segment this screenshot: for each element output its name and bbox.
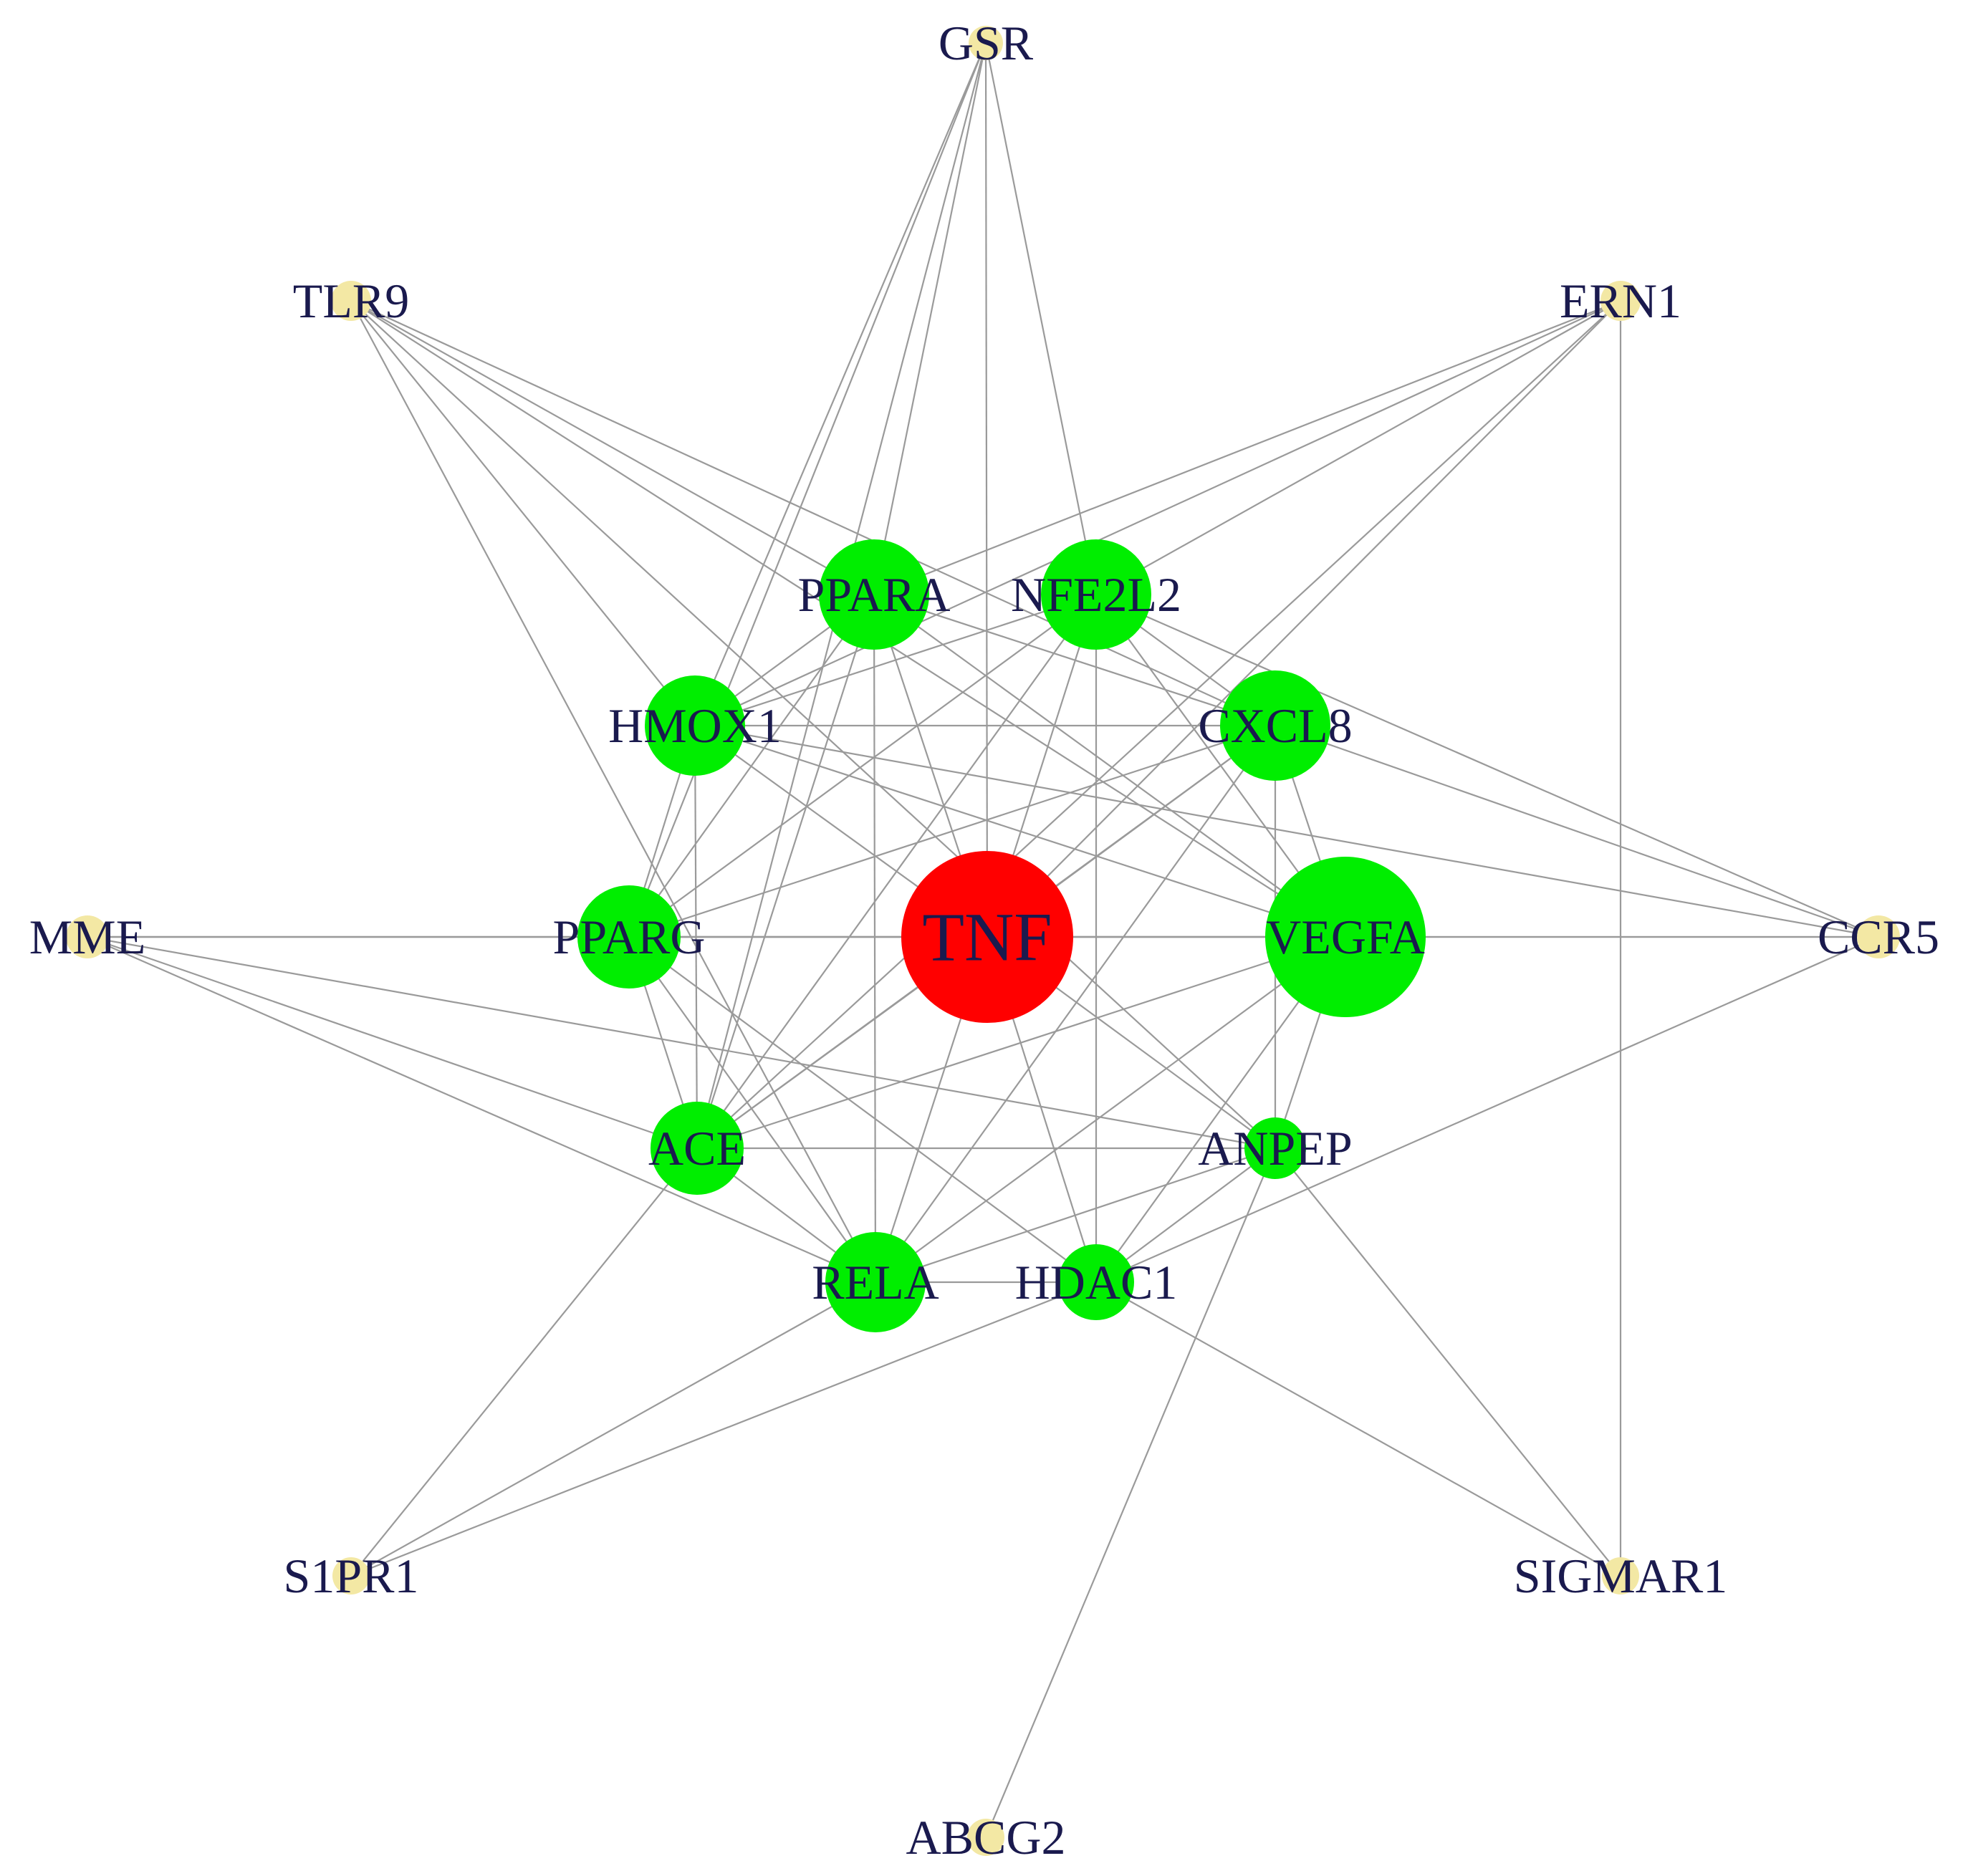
edge-mme-anpep — [87, 935, 1276, 1150]
node-ccr5[interactable] — [1857, 915, 1900, 958]
node-label-ppara: PPARA — [798, 567, 951, 622]
node-anpep[interactable] — [1244, 1117, 1306, 1179]
edge-ppara-vegfa — [873, 594, 1346, 938]
edge-s1pr1-rela — [350, 1281, 876, 1577]
node-label-hdac1: HDAC1 — [1015, 1255, 1178, 1309]
edge-layer — [87, 42, 1879, 1838]
edge-tlr9-ppara — [350, 300, 875, 595]
node-label-tnf: TNF — [922, 899, 1052, 976]
node-label-anpep: ANPEP — [1198, 1121, 1352, 1175]
node-tnf[interactable] — [901, 851, 1073, 1023]
edge-cxcl8-rela — [875, 725, 1276, 1283]
edge-anpep-rela — [875, 1147, 1276, 1284]
edge-pparg-hdac1 — [628, 936, 1097, 1283]
edge-abcg2-anpep — [984, 1148, 1277, 1838]
edge-gsr-nfe2l2 — [984, 42, 1098, 595]
edge-hmox1-vegfa — [694, 724, 1346, 938]
edge-ern1-ppara — [873, 299, 1621, 596]
edge-ccr5-hmox1 — [694, 724, 1879, 938]
node-ern1[interactable] — [1600, 281, 1641, 321]
node-pparg[interactable] — [577, 885, 681, 988]
node-mme[interactable] — [66, 915, 109, 958]
edge-s1pr1-ace — [350, 1148, 698, 1577]
node-abcg2[interactable] — [967, 1819, 1004, 1856]
edge-gsr-tnf — [984, 42, 989, 938]
node-label-ern1: ERN1 — [1560, 274, 1681, 328]
node-hmox1[interactable] — [645, 675, 745, 776]
node-label-s1pr1: S1PR1 — [284, 1549, 419, 1603]
edge-vegfa-rela — [875, 936, 1346, 1283]
node-layer — [66, 26, 1900, 1856]
edge-ern1-nfe2l2 — [1095, 300, 1621, 595]
edge-vegfa-ace — [696, 935, 1346, 1150]
node-tlr9[interactable] — [331, 281, 371, 321]
node-label-ccr5: CCR5 — [1818, 910, 1939, 964]
edge-tlr9-hmox1 — [350, 300, 696, 726]
edge-ppara-cxcl8 — [873, 593, 1276, 727]
node-label-gsr: GSR — [939, 16, 1034, 70]
node-cxcl8[interactable] — [1220, 670, 1330, 781]
node-rela[interactable] — [825, 1232, 926, 1332]
edge-ppara-pparg — [628, 594, 875, 938]
edge-ccr5-hdac1 — [1095, 935, 1879, 1284]
node-label-hmox1: HMOX1 — [608, 698, 782, 753]
edge-ern1-hmox1 — [694, 300, 1621, 726]
edge-s1pr1-hdac1 — [350, 1281, 1097, 1577]
edge-tlr9-anpep — [350, 300, 1276, 1149]
node-label-ace: ACE — [648, 1121, 746, 1175]
edge-ccr5-cxcl8 — [1275, 724, 1879, 938]
edge-ppara-rela — [873, 594, 877, 1283]
node-nfe2l2[interactable] — [1041, 539, 1151, 650]
edge-pparg-rela — [628, 936, 876, 1283]
node-label-vegfa: VEGFA — [1266, 910, 1425, 964]
edge-gsr-pparg — [628, 42, 987, 938]
node-ppara[interactable] — [819, 539, 929, 650]
edge-sigmar1-hdac1 — [1095, 1281, 1621, 1577]
edge-ccr5-nfe2l2 — [1095, 593, 1879, 938]
node-label-pparg: PPARG — [553, 910, 706, 964]
node-hdac1[interactable] — [1058, 1244, 1134, 1320]
node-label-cxcl8: CXCL8 — [1198, 698, 1352, 753]
edge-sigmar1-anpep — [1275, 1148, 1621, 1577]
edge-tlr9-cxcl8 — [350, 300, 1276, 726]
edge-nfe2l2-pparg — [628, 594, 1097, 938]
node-label-rela: RELA — [812, 1255, 939, 1309]
edge-ern1-tnf — [987, 300, 1621, 938]
node-label-tlr9: TLR9 — [293, 274, 409, 328]
edge-nfe2l2-ace — [696, 594, 1097, 1149]
node-s1pr1[interactable] — [332, 1557, 370, 1594]
edge-nfe2l2-hmox1 — [694, 593, 1097, 727]
edge-ern1-ace — [696, 300, 1621, 1149]
edge-mme-ace — [87, 935, 698, 1150]
node-vegfa[interactable] — [1265, 857, 1426, 1017]
edge-ppara-ace — [696, 594, 875, 1149]
edge-gsr-ppara — [873, 42, 987, 595]
node-sigmar1[interactable] — [1602, 1557, 1639, 1594]
node-label-sigmar1: SIGMAR1 — [1514, 1549, 1728, 1603]
edge-cxcl8-pparg — [628, 724, 1276, 938]
edge-mme-rela — [87, 935, 876, 1284]
node-gsr[interactable] — [969, 26, 1003, 60]
node-ace[interactable] — [651, 1102, 744, 1195]
node-label-abcg2: ABCG2 — [906, 1810, 1066, 1865]
node-label-mme: MME — [29, 910, 145, 964]
edge-gsr-hmox1 — [693, 42, 987, 726]
node-label-nfe2l2: NFE2L2 — [1011, 567, 1181, 622]
